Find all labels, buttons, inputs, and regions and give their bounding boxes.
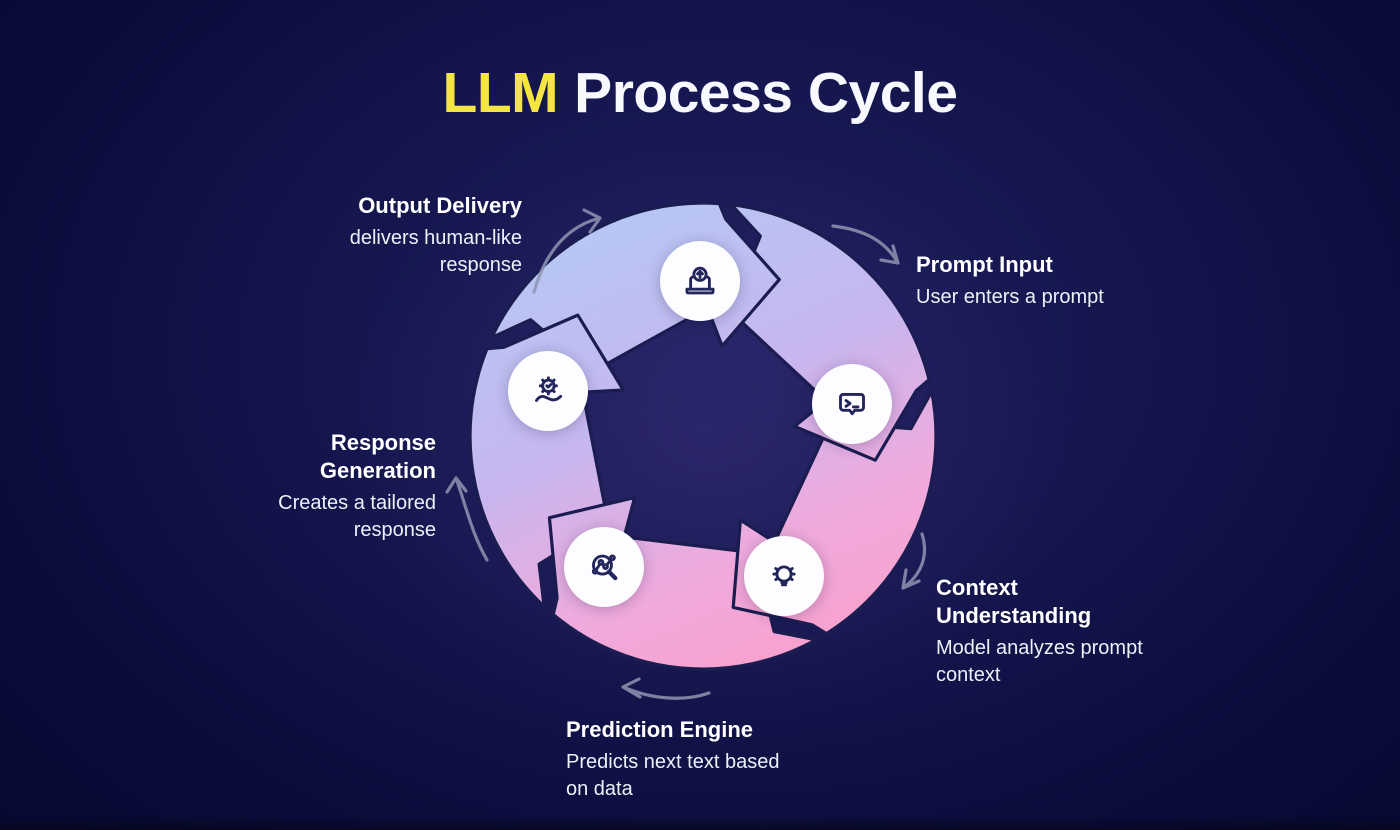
- step-label-output-delivery: Output Delivery delivers human-like resp…: [222, 192, 522, 279]
- curved-arrow-icon: [532, 208, 602, 294]
- step-description: Predicts next text based on data: [566, 751, 780, 800]
- laptop-upload-icon: [685, 266, 715, 295]
- lightbulb-icon: [772, 565, 796, 587]
- step-icon-circle-context-understanding: [744, 536, 824, 616]
- step-icon-circle-prediction-engine: [564, 527, 644, 607]
- step-title: Prompt Input: [916, 252, 1053, 277]
- curved-arrow-icon: [831, 224, 900, 265]
- step-label-response-generation: Response Generation Creates a tailored r…: [136, 429, 436, 544]
- step-title: Output Delivery: [358, 193, 522, 218]
- step-description: Creates a tailored response: [278, 492, 436, 541]
- terminal-prompt-bubble-icon: [839, 392, 865, 416]
- connector-arrows: [445, 208, 927, 700]
- step-label-prompt-input: Prompt Input User enters a prompt: [916, 251, 1236, 311]
- step-description: delivers human-like response: [349, 227, 522, 276]
- curved-arrow-icon: [901, 532, 927, 590]
- gear-hand-icon: [535, 376, 563, 402]
- step-title: Context Understanding: [936, 575, 1092, 628]
- step-label-prediction-engine: Prediction Engine Predicts next text bas…: [566, 716, 886, 803]
- step-title: Response Generation: [319, 430, 436, 483]
- step-description: Model analyzes prompt context: [936, 637, 1143, 686]
- search-analytics-icon: [591, 554, 618, 581]
- step-icon-circle-prompt-input: [812, 364, 892, 444]
- curved-arrow-icon: [621, 677, 711, 700]
- title-rest: Process Cycle: [574, 61, 958, 125]
- curved-arrow-icon: [445, 476, 489, 562]
- step-label-context-understanding: Context Understanding Model analyzes pro…: [936, 574, 1236, 689]
- step-icon-circle-response-generation: [508, 351, 588, 431]
- title-highlight: LLM: [442, 61, 559, 125]
- cycle-arrow-segment: [485, 313, 625, 394]
- step-icon-circle-output-delivery: [660, 241, 740, 321]
- step-description: User enters a prompt: [916, 286, 1104, 308]
- step-title: Prediction Engine: [566, 717, 754, 742]
